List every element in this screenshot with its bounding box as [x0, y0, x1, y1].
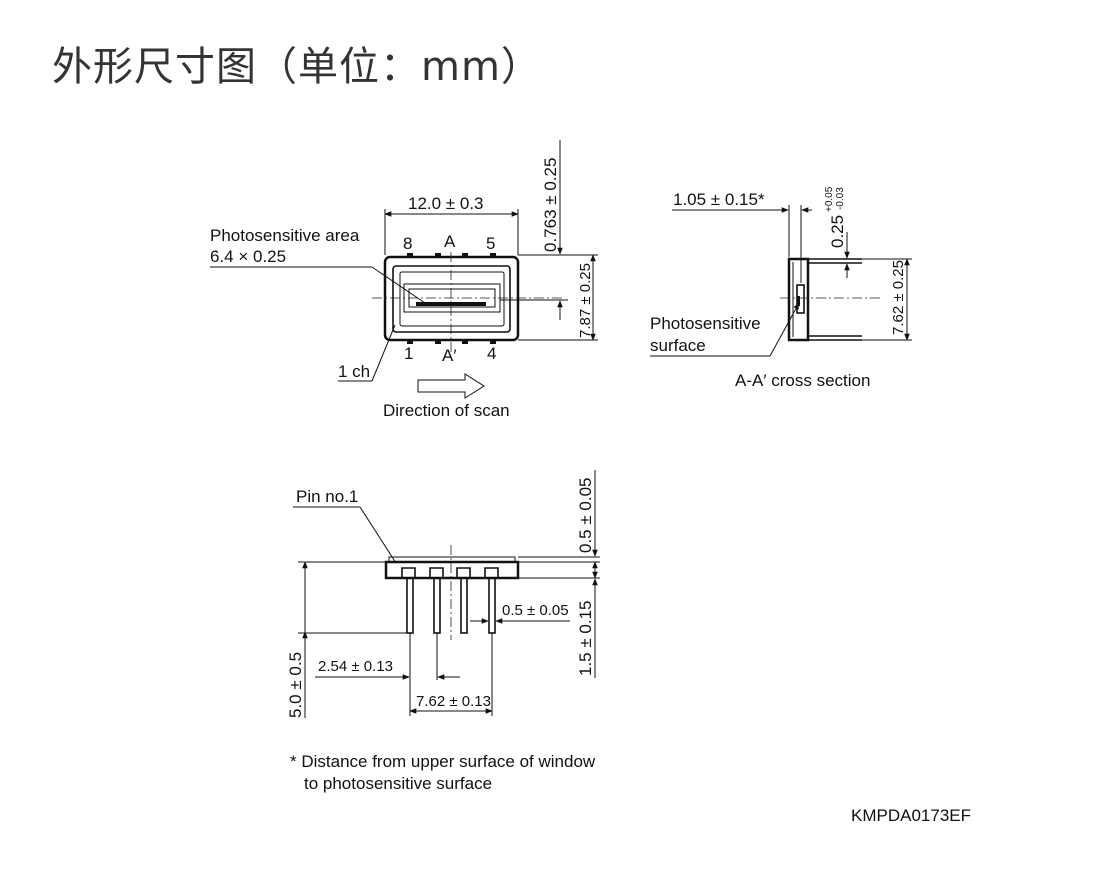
- pin-label-1: 1: [404, 344, 413, 363]
- section-label-a-prime: A′: [442, 346, 457, 365]
- cross-section-view: 1.05 ± 0.15* 0.25 +0.05 -0.03 7.62 ± 0.2…: [650, 186, 912, 390]
- scan-direction-label: Direction of scan: [383, 401, 510, 420]
- lead-thickness-tol-plus: +0.05: [824, 186, 835, 212]
- photosensitive-surface-label: Photosensitive: [650, 314, 761, 333]
- photosensitive-area: [416, 302, 486, 306]
- pin-pitch-dimension: 2.54 ± 0.13: [318, 658, 393, 675]
- window-frame: [392, 265, 511, 333]
- window-offset-dimension: 0.763 ± 0.25: [541, 158, 560, 252]
- lead-2: [433, 577, 441, 634]
- section-label-a: A: [444, 232, 456, 251]
- cross-section-caption: A-A′ cross section: [735, 371, 870, 390]
- drawing-code: KMPDA0173EF: [851, 806, 971, 825]
- photosensitive-area-label: Photosensitive area: [210, 226, 360, 245]
- side-view: Pin no.1 0.5 ± 0.05 1.5 ± 0.15 0.5 ± 0.0…: [286, 470, 600, 718]
- lead-length-dimension: 5.0 ± 0.5: [286, 652, 305, 718]
- lead-thickness-dimension: 0.25: [828, 215, 847, 248]
- row-spacing-dimension: 7.62 ± 0.13: [416, 693, 491, 710]
- window-depth-dimension: 1.05 ± 0.15*: [673, 190, 765, 209]
- pin1-label: Pin no.1: [296, 487, 358, 506]
- pin-label-4: 4: [487, 344, 496, 363]
- photosensitive-surface-label-2: surface: [650, 336, 706, 355]
- cross-section-body: [787, 257, 810, 342]
- top-width-dimension: 12.0 ± 0.3: [408, 194, 484, 213]
- channel-label: 1 ch: [338, 362, 370, 381]
- top-view: 12.0 ± 0.3 0.763 ± 0.25 7.87 ± 0.25 Phot…: [210, 140, 598, 420]
- pin-width-dimension: 0.5 ± 0.05: [502, 602, 569, 619]
- package-body-side: [384, 560, 520, 580]
- pin-label-5: 5: [486, 234, 495, 253]
- lead-3: [460, 577, 468, 634]
- lead-1: [406, 577, 414, 634]
- cross-section-height-dimension: 7.62 ± 0.25: [890, 260, 907, 335]
- footnote-line-1: * Distance from upper surface of window: [290, 752, 596, 771]
- photosensitive-area-size: 6.4 × 0.25: [210, 247, 286, 266]
- footnote-line-2: to photosensitive surface: [304, 774, 492, 793]
- top-height-dimension: 7.87 ± 0.25: [577, 263, 594, 338]
- page-title: 外形尺寸图（单位：mm）: [52, 44, 542, 90]
- package-body-top: [383, 255, 520, 342]
- window-thickness-dimension: 0.5 ± 0.05: [576, 478, 595, 554]
- pin-label-8: 8: [403, 234, 412, 253]
- lead-thickness-tol-minus: -0.03: [835, 187, 846, 210]
- lead-4: [488, 577, 496, 634]
- scan-direction-arrow: [417, 373, 485, 399]
- body-height-dimension: 1.5 ± 0.15: [576, 601, 595, 677]
